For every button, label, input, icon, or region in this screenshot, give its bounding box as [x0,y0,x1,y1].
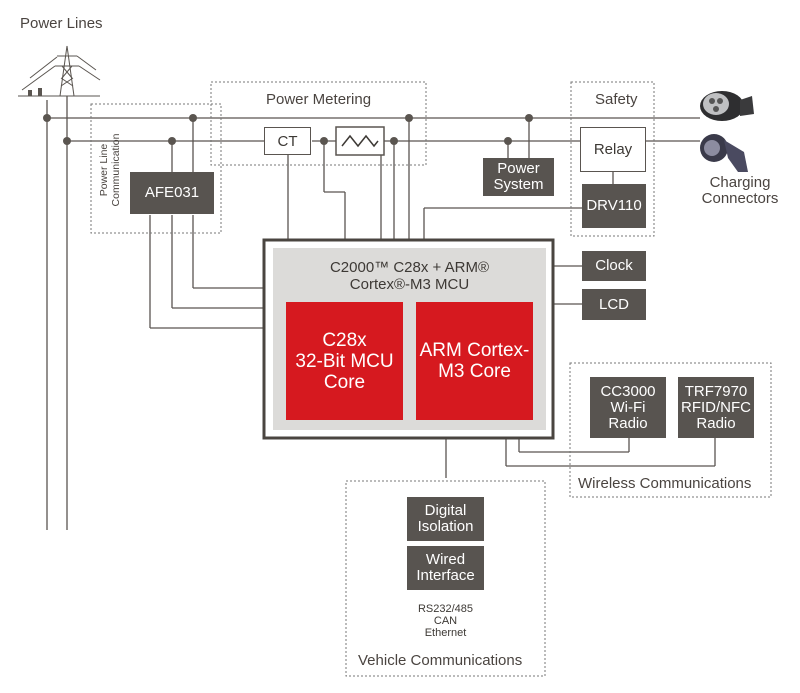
plc-label-line2: Communication [110,133,122,207]
trf7970-line1: TRF7970 [684,382,748,400]
mcu-title-line2: Cortex®-M3 MCU [349,276,470,293]
ct-block: CT [264,127,311,155]
cc3000-block: CC3000 Wi-Fi Radio [590,377,666,438]
c28x-core-line3: Core [323,371,366,393]
trf7970-line3: Radio [696,414,736,432]
protocol-rs232: RS232/485 [417,603,474,615]
wired-interface-line1: Wired [425,551,466,568]
digital-isolation-block: Digital Isolation [407,497,484,541]
c28x-core-line1: C28x [322,329,367,351]
cc3000-line3: Radio [608,414,648,432]
lcd-block: LCD [582,289,646,320]
wired-interface-block: Wired Interface [407,546,484,590]
power-system-line2: System [493,176,544,193]
trf7970-line2: RFID/NFC [681,398,751,416]
power-system-block: Power System [483,158,554,196]
charging-connectors-label: Charging Connectors [686,175,794,207]
drv110-block: DRV110 [582,184,646,228]
clock-block: Clock [582,251,646,281]
c28x-core-block: C28x 32-Bit MCU Core [286,302,403,420]
digital-isolation-line1: Digital [424,502,467,519]
plc-label: Power Line Communication [98,116,122,224]
wireless-communications-label: Wireless Communications [578,475,752,492]
power-system-line1: Power [497,160,540,177]
arm-core-block: ARM Cortex- M3 Core [416,302,533,420]
wired-interface-line2: Interface [416,567,475,584]
mcu-title-line1: C2000™ C28x + ARM® [329,259,490,276]
relay-block: Relay [580,127,646,172]
arm-core-line2: M3 Core [438,361,511,382]
trf7970-block: TRF7970 RFID/NFC Radio [678,377,754,438]
power-lines-label: Power Lines [20,15,103,32]
power-metering-label: Power Metering [266,91,372,108]
digital-isolation-line2: Isolation [417,518,474,535]
charging-label-line1: Charging [709,174,771,191]
wired-protocols-list: RS232/485 CAN Ethernet [400,603,491,639]
protocol-ethernet: Ethernet [424,627,467,639]
cc3000-line1: CC3000 [600,382,656,400]
arm-core-line1: ARM Cortex- [419,340,530,361]
charging-label-line2: Connectors [701,190,779,207]
c28x-core-line2: 32-Bit MCU [295,350,394,372]
mcu-title: C2000™ C28x + ARM® Cortex®-M3 MCU [273,259,546,293]
afe031-block: AFE031 [130,172,214,214]
plc-label-line1: Power Line [98,143,110,197]
vehicle-communications-label: Vehicle Communications [358,652,523,669]
cc3000-line2: Wi-Fi [610,398,646,416]
protocol-can: CAN [433,615,458,627]
safety-label: Safety [595,91,638,108]
